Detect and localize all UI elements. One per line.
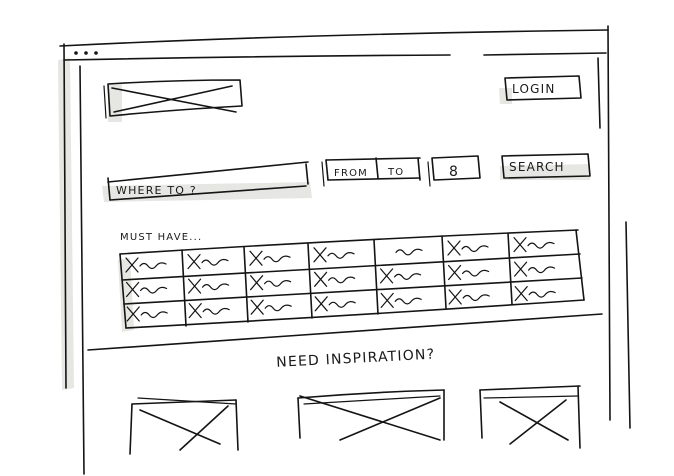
amenity-checkbox[interactable] (126, 281, 168, 298)
inspiration-card[interactable] (129, 397, 239, 455)
amenity-checkbox[interactable] (448, 289, 490, 305)
section-divider (87, 313, 603, 351)
where-to-placeholder: WHERE TO ? (116, 184, 197, 197)
check-x-icon (448, 264, 462, 281)
amenity-checkbox[interactable] (448, 264, 490, 281)
check-x-icon (314, 271, 328, 287)
amenity-label-scribble (264, 279, 292, 287)
amenity-label-scribble (527, 241, 555, 249)
amenity-checkbox[interactable] (314, 296, 356, 312)
inspiration-heading: NEED INSPIRATION? (276, 347, 436, 371)
login-label: LOGIN (512, 82, 556, 96)
browser-window (59, 25, 631, 475)
amenity-label-scribble (328, 276, 356, 284)
amenity-checkbox[interactable] (380, 292, 422, 308)
check-x-icon (513, 237, 527, 253)
where-to-field[interactable]: WHERE TO ? (107, 161, 309, 201)
guests-value: 8 (449, 164, 459, 180)
login-button[interactable]: LOGIN (504, 75, 582, 101)
amenity-checkbox[interactable] (126, 306, 168, 322)
amenity-label-scribble (140, 286, 168, 294)
check-x-icon (514, 286, 528, 302)
amenity-checkbox[interactable] (188, 278, 230, 294)
amenity-label-scribble (140, 311, 168, 319)
amenity-checkbox[interactable] (514, 261, 556, 277)
amenity-label-scribble (202, 307, 230, 315)
amenity-checkbox[interactable] (187, 254, 229, 270)
amenity-checkbox[interactable] (313, 247, 355, 263)
check-x-icon (313, 247, 327, 263)
to-label[interactable]: TO (387, 167, 404, 178)
check-x-icon (187, 254, 201, 270)
amenity-checkbox[interactable] (125, 257, 167, 273)
check-x-icon (250, 275, 264, 291)
check-x-icon (249, 250, 263, 266)
amenity-label-scribble (462, 294, 490, 302)
amenity-label-scribble (528, 290, 556, 298)
check-x-icon (380, 268, 394, 284)
window-dot-icon (74, 51, 78, 55)
window-dot-icon (94, 51, 98, 55)
amenity-label-scribble (201, 258, 229, 266)
window-shadow (58, 58, 74, 390)
amenity-label-scribble (139, 262, 167, 270)
amenity-checkbox[interactable] (314, 271, 356, 287)
guests-field[interactable]: 8 (427, 155, 481, 187)
amenity-label-scribble (461, 245, 489, 253)
logo-shadow (108, 84, 122, 122)
date-range-field[interactable]: FROM TO (321, 157, 421, 187)
inspiration-card[interactable] (479, 385, 581, 449)
check-x-icon (126, 281, 140, 298)
amenity-label-scribble (327, 252, 355, 259)
amenity-checkbox[interactable] (447, 240, 489, 256)
amenity-label-scribble (394, 273, 422, 280)
check-x-icon (314, 296, 328, 312)
amenity-checkbox[interactable] (250, 299, 292, 315)
logo-placeholder-icon[interactable] (103, 79, 243, 119)
amenity-checkbox[interactable] (513, 237, 555, 253)
check-x-icon (250, 299, 264, 315)
amenities-grid[interactable] (119, 229, 585, 329)
amenity-checkbox[interactable] (188, 303, 230, 319)
amenity-checkbox[interactable] (514, 286, 556, 302)
search-label: SEARCH (509, 160, 565, 174)
search-button[interactable]: SEARCH (501, 153, 591, 179)
check-x-icon (514, 261, 528, 277)
check-x-icon (380, 292, 394, 308)
amenity-label-scribble (264, 304, 292, 312)
amenity-checkbox[interactable] (250, 275, 292, 291)
amenity-label-scribble (395, 248, 423, 256)
check-x-icon (447, 240, 461, 256)
amenity-label-scribble (462, 269, 490, 277)
amenity-label-scribble (328, 301, 356, 308)
check-x-icon (448, 289, 462, 305)
check-x-icon (126, 306, 140, 322)
check-x-icon (188, 278, 202, 294)
amenity-checkbox[interactable] (249, 250, 291, 266)
amenity-label-scribble (528, 266, 556, 274)
amenity-label-scribble (394, 297, 422, 305)
amenity-label-scribble (202, 283, 230, 291)
amenity-checkbox[interactable] (380, 268, 422, 284)
amenity-checkbox[interactable] (395, 248, 423, 256)
from-label[interactable]: FROM (334, 168, 368, 179)
must-have-heading: MUST HAVE... (120, 232, 202, 243)
check-x-icon (188, 303, 202, 319)
amenity-label-scribble (263, 255, 291, 263)
inspiration-card[interactable] (297, 389, 445, 441)
check-x-icon (125, 257, 139, 273)
window-dot-icon (84, 51, 88, 55)
